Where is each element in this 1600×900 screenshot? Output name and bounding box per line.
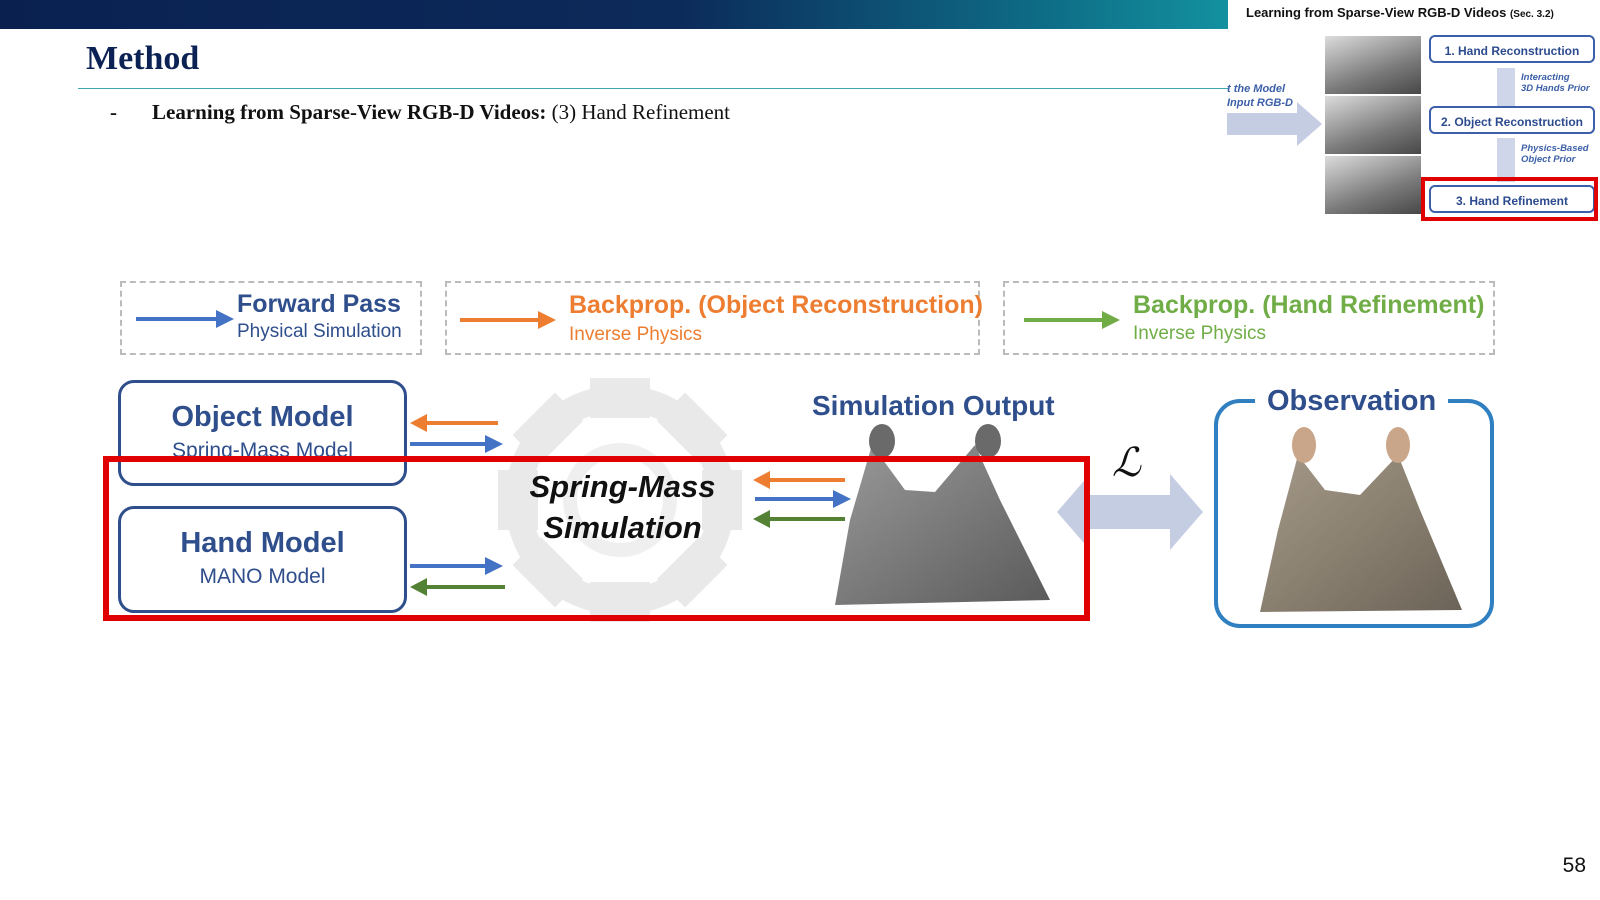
simulation-label-line1: Spring-Mass	[529, 469, 716, 504]
bullet-dash: -	[110, 100, 117, 124]
thumbnail-input-label-line1: t the Model	[1227, 83, 1286, 95]
simulation-output-cloth	[835, 424, 1050, 605]
legend-forward-subtitle: Physical Simulation	[237, 321, 402, 342]
thumbnail-prior-object-line1: Physics-Based	[1521, 143, 1589, 154]
legend-forward-title: Forward Pass	[237, 290, 401, 318]
observation-cloth	[1260, 427, 1462, 612]
legend-backprop-object	[445, 281, 980, 355]
hand-model-subtitle: MANO Model	[199, 565, 326, 588]
bullet-text: (3) Hand Refinement	[546, 100, 731, 124]
hand-refinement-highlight	[103, 456, 1090, 621]
loss-symbol: ℒ	[1112, 440, 1141, 486]
thumbnail-step-object-reconstruction: 2. Object Reconstruction	[1429, 106, 1595, 134]
page-number: 58	[1562, 854, 1586, 877]
title-underline	[78, 88, 1228, 89]
object-model-box: Object Model Spring-Mass Model	[118, 380, 407, 486]
simulation-output-arrows	[753, 471, 851, 528]
legend-hand-subtitle: Inverse Physics	[1133, 323, 1267, 344]
thumbnail-input-label: t the Model Input RGB-D	[1227, 82, 1293, 110]
thumbnail-prior-hands-line1: Interacting	[1521, 72, 1570, 83]
thumbnail-step-hand-reconstruction: 1. Hand Reconstruction	[1429, 35, 1595, 63]
bullet-point: - Learning from Sparse-View RGB-D Videos:…	[110, 100, 730, 125]
thumbnail-input-label-line2: Input RGB-D	[1227, 97, 1293, 109]
thumbnail-prior-hands-line2: 3D Hands Prior	[1521, 83, 1590, 94]
thumbnail-title-text: Learning from Sparse-View RGB-D Videos	[1246, 5, 1507, 20]
thumbnail-prior-object-line2: Object Prior	[1521, 154, 1576, 165]
thumbnail-video-frame-3	[1325, 156, 1421, 214]
thumbnail-title: Learning from Sparse-View RGB-D Videos (…	[1246, 5, 1554, 20]
legend-forward-pass	[120, 281, 422, 355]
hand-model-box: Hand Model MANO Model	[118, 506, 407, 613]
thumbnail-prior-hands: Interacting 3D Hands Prior	[1521, 72, 1590, 94]
legend-object-title: Backprop. (Object Reconstruction)	[569, 291, 983, 319]
simulation-output-title: Simulation Output	[812, 390, 1055, 421]
thumbnail-step-hand-refinement: 3. Hand Refinement	[1429, 185, 1595, 213]
header-bar	[0, 0, 1228, 29]
observation-title: Observation	[1255, 385, 1449, 418]
comparison-double-arrow	[1057, 474, 1203, 550]
legend-object-subtitle: Inverse Physics	[569, 324, 703, 345]
thumbnail-video-frame-2	[1325, 96, 1421, 154]
thumbnail-connector-1	[1497, 68, 1515, 106]
thumbnail-prior-object: Physics-Based Object Prior	[1521, 143, 1589, 165]
legend-hand-title: Backprop. (Hand Refinement)	[1133, 291, 1485, 319]
thumbnail-connector-2	[1497, 138, 1515, 182]
legend-forward-arrow	[136, 310, 234, 328]
simulation-label-line2: Simulation	[543, 510, 702, 545]
thumbnail-current-step-highlight	[1421, 177, 1598, 221]
spring-mass-simulation-label: Spring-Mass Simulation	[505, 466, 740, 548]
object-model-arrows	[410, 414, 503, 453]
hand-model-title: Hand Model	[180, 527, 345, 559]
thumbnail-section: (Sec. 3.2)	[1509, 9, 1554, 20]
legend-object-backprop-arrow	[460, 311, 556, 329]
object-model-title: Object Model	[171, 401, 354, 433]
hand-model-arrows	[410, 557, 505, 596]
observation-box	[1214, 399, 1494, 628]
slide-title: Method	[86, 40, 200, 77]
bullet-bold-text: Learning from Sparse-View RGB-D Videos:	[152, 100, 547, 124]
legend-backprop-hand	[1003, 281, 1495, 355]
legend-hand-backprop-arrow	[1024, 311, 1120, 329]
thumbnail-video-frame-1	[1325, 36, 1421, 94]
